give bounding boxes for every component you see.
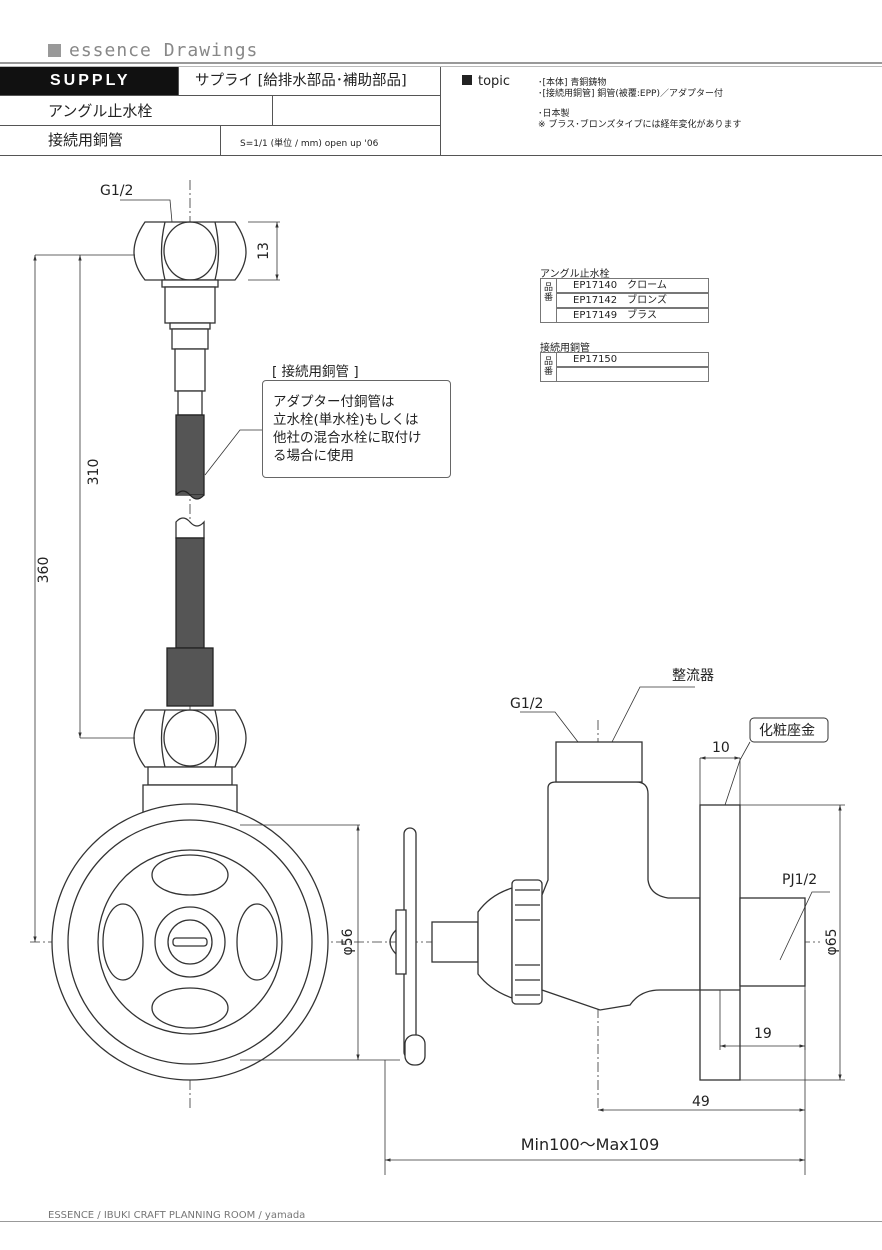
topic-heading: topic xyxy=(462,74,510,89)
adapter-sleeve xyxy=(171,328,209,350)
adapter-body xyxy=(164,286,216,324)
leader-line xyxy=(779,891,830,961)
topic-label: topic xyxy=(478,74,511,89)
dim-text-top-thread: G1/2 xyxy=(100,183,133,199)
adapter-ring xyxy=(169,322,211,330)
leader-line xyxy=(724,741,751,806)
dim-text-56: φ56 xyxy=(340,928,356,955)
parts-row xyxy=(556,367,709,382)
parts-table-title: 接続用銅管 xyxy=(540,343,590,354)
leader-line xyxy=(204,429,262,476)
topic-line: ･[本体] 青銅鋳物 xyxy=(538,78,607,88)
dim-text-wall-thread: PJ1/2 xyxy=(782,872,817,888)
category-label: SUPPLY xyxy=(0,67,178,95)
escutcheon-label-box xyxy=(749,717,829,743)
parts-row: EP17140 クローム xyxy=(556,278,709,293)
body-collar xyxy=(147,766,233,786)
adapter-neck xyxy=(174,348,206,392)
table-line xyxy=(0,155,882,156)
lower-hex-nut xyxy=(133,709,247,768)
header-rule-thin xyxy=(0,66,882,67)
callout-line: る場合に使用 xyxy=(273,448,354,464)
copper-pipe xyxy=(177,390,203,416)
handle-wheel xyxy=(51,803,329,1081)
callout-title: [ 接続用銅管 ] xyxy=(272,364,359,380)
parts-row: EP17149 ブラス xyxy=(556,308,709,323)
pipe-sheath xyxy=(175,414,205,496)
dim-text-19: 19 xyxy=(754,1026,772,1042)
parts-side-label: 品番 xyxy=(540,352,556,382)
parts-row: EP17142 ブロンズ xyxy=(556,293,709,308)
dim-text-10: 10 xyxy=(712,740,730,756)
leader-line xyxy=(120,199,173,223)
dim-text-side-thread: G1/2 xyxy=(510,696,543,712)
pipe-sheath xyxy=(175,537,205,649)
dim-text-65: φ65 xyxy=(824,928,840,955)
callout-line: アダプター付銅管は xyxy=(273,394,395,410)
brand-text: essence Drawings xyxy=(69,40,259,61)
side-handle xyxy=(389,827,479,1066)
product-name: アングル止水栓 xyxy=(48,102,153,120)
square-bullet-icon xyxy=(462,75,472,85)
table-line xyxy=(178,67,179,95)
sub-name: 接続用銅管 xyxy=(48,131,124,149)
table-line xyxy=(272,95,273,125)
table-line xyxy=(220,125,221,155)
callout-box: アダプター付銅管は 立水栓(単水栓)もしくは 他社の混合水栓に取付け る場合に使… xyxy=(262,380,451,478)
topic-line: ･日本製 xyxy=(538,109,570,119)
dim-text-13: 13 xyxy=(256,242,272,260)
parts-table-title: アングル止水栓 xyxy=(540,269,610,280)
category-ja: サプライ [給排水部品･補助部品] xyxy=(195,73,407,89)
parts-side-label: 品番 xyxy=(540,278,556,323)
dim-text-overall: Min100〜Max109 xyxy=(521,1135,660,1154)
scale-note: S=1/1 (単位 / mm) open up '06 xyxy=(240,139,379,149)
break-mark xyxy=(175,517,205,539)
escutcheon-label: 化粧座金 xyxy=(759,723,815,739)
aerator-label: 整流器 xyxy=(672,668,714,684)
top-hex-nut xyxy=(133,221,247,281)
parts-row: EP17150 xyxy=(556,352,709,367)
brand-title: essence Drawings xyxy=(48,40,258,61)
leader-line xyxy=(611,686,695,743)
topic-line: ･[接続用銅管] 銅管(被覆:EPP)／アダプター付 xyxy=(538,89,723,99)
table-line xyxy=(0,95,440,96)
footer-text: ESSENCE / IBUKI CRAFT PLANNING ROOM / ya… xyxy=(48,1210,306,1221)
adapter-ring xyxy=(161,279,219,288)
dim-text-49: 49 xyxy=(692,1094,710,1110)
callout-line: 他社の混合水栓に取付け xyxy=(273,430,422,446)
pipe-sheath-end xyxy=(166,647,214,707)
wall-thread xyxy=(739,897,806,987)
dim-text-310: 310 xyxy=(86,459,102,486)
header-rule xyxy=(0,62,882,64)
square-bullet-icon xyxy=(48,44,61,57)
table-line xyxy=(440,67,441,155)
dim-text-360: 360 xyxy=(36,557,52,584)
callout-line: 立水栓(単水栓)もしくは xyxy=(273,412,419,428)
footer-rule xyxy=(0,1221,882,1222)
topic-line: ※ ブラス･ブロンズタイプには経年変化があります xyxy=(538,120,742,130)
break-mark xyxy=(175,490,205,500)
topic-list: ･[本体] 青銅鋳物 ･[接続用銅管] 銅管(被覆:EPP)／アダプター付 ･日… xyxy=(538,78,742,131)
leader-line xyxy=(520,711,579,743)
